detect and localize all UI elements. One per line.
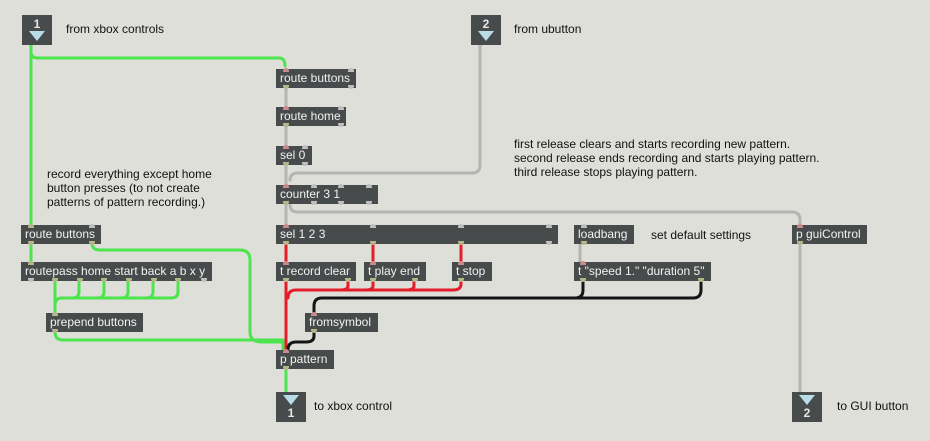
outlet-2[interactable]: 2 [792, 392, 822, 422]
object-fromsymbol[interactable]: fromsymbol [305, 312, 378, 333]
comment-from-xbox-controls: from xbox controls [66, 22, 165, 36]
down-arrow-icon [283, 395, 299, 405]
comment-record-note: record everything except home button pre… [47, 167, 212, 209]
object-sel-0[interactable]: sel 0 [276, 145, 312, 166]
object-text: sel 1 2 3 [280, 227, 326, 241]
object-counter[interactable]: counter 3 1 [276, 184, 378, 205]
outlet-number: 1 [287, 406, 295, 420]
object-t-record-clear[interactable]: t record clear [276, 261, 356, 282]
object-t-play-end[interactable]: t play end [364, 261, 426, 282]
object-text: p guiControl [796, 227, 861, 241]
inlet-2[interactable]: 2 [471, 15, 501, 45]
object-route-home[interactable]: route home [276, 106, 346, 127]
object-text: route home [280, 109, 341, 123]
comment-to-xbox-control: to xbox control [314, 399, 393, 413]
object-prepend-buttons[interactable]: prepend buttons [46, 312, 143, 333]
object-text: loadbang [578, 227, 628, 241]
comment-from-ubutton: from ubutton [514, 22, 582, 36]
object-text: prepend buttons [50, 315, 137, 329]
object-text: t record clear [280, 264, 351, 278]
object-routepass[interactable]: routepass home start back a b x y [21, 261, 212, 282]
inlet-number: 2 [482, 17, 490, 31]
down-arrow-icon [799, 395, 815, 405]
object-text: route buttons [280, 71, 351, 85]
down-arrow-icon [478, 31, 494, 41]
object-text: route buttons [25, 227, 96, 241]
object-loadbang[interactable]: loadbang [574, 224, 634, 245]
object-sel-123[interactable]: sel 1 2 3 [276, 224, 558, 245]
object-text: t "speed 1." "duration 5" [578, 264, 705, 278]
down-arrow-icon [29, 31, 45, 41]
comment-default-settings: set default settings [651, 228, 752, 242]
outlet-number: 2 [803, 406, 811, 420]
object-route-buttons-top[interactable]: route buttons [276, 68, 356, 89]
object-text: fromsymbol [309, 315, 372, 329]
object-text: routepass home start back a b x y [25, 264, 206, 278]
object-p-guicontrol[interactable]: p guiControl [792, 224, 867, 245]
object-t-speed-duration[interactable]: t "speed 1." "duration 5" [574, 261, 711, 282]
comment-release-explanation: first release clears and starts recordin… [514, 137, 820, 179]
inlet-number: 1 [33, 17, 41, 31]
object-text: p pattern [280, 352, 328, 366]
object-p-pattern[interactable]: p pattern [276, 349, 334, 370]
object-text: sel 0 [280, 148, 306, 162]
outlet-1[interactable]: 1 [276, 392, 306, 422]
inlet-1[interactable]: 1 [22, 15, 52, 45]
object-route-buttons-left[interactable]: route buttons [21, 224, 101, 245]
object-text: t play end [368, 264, 421, 278]
object-text: t stop [456, 264, 486, 278]
object-text: counter 3 1 [280, 187, 341, 201]
object-t-stop[interactable]: t stop [452, 261, 492, 282]
comment-to-gui-button: to GUI button [837, 399, 909, 413]
